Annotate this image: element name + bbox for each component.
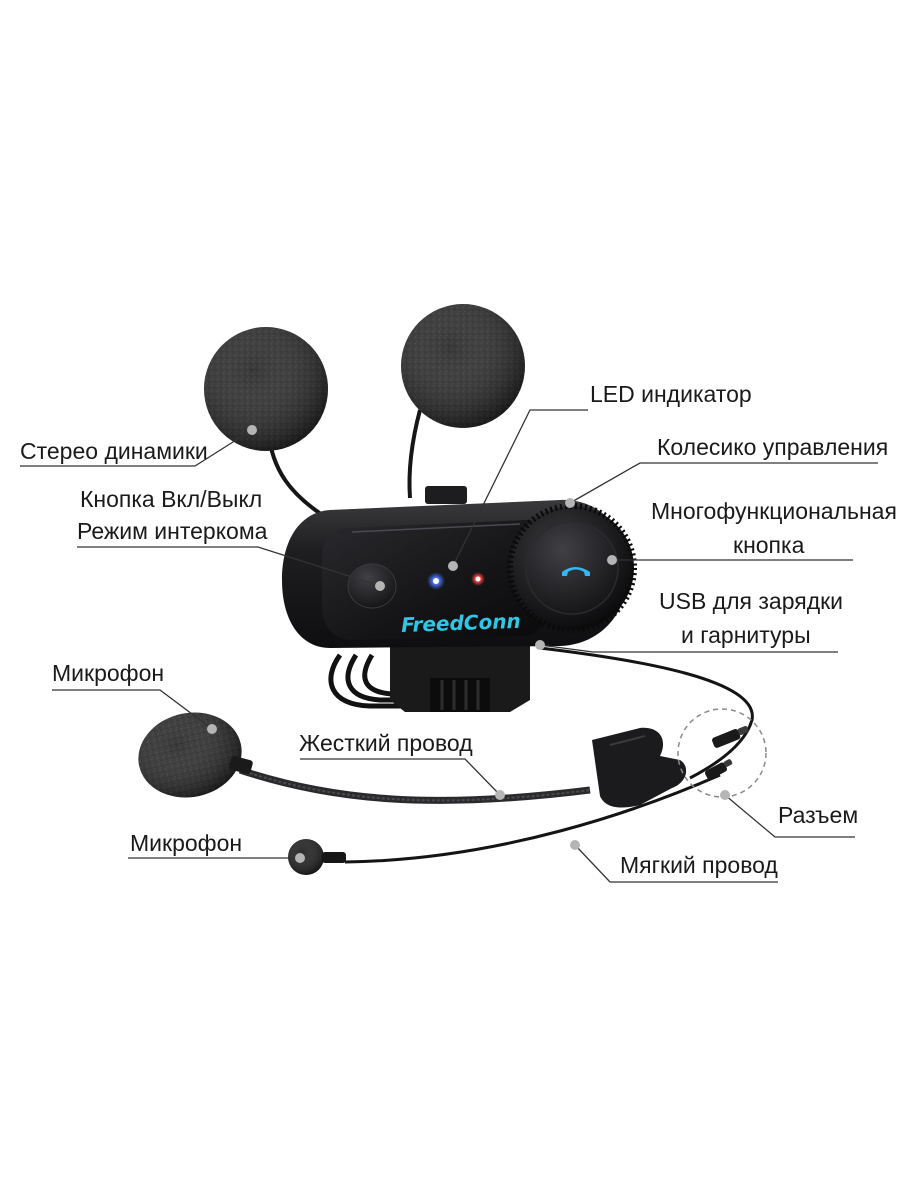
leader-hard-wire xyxy=(300,758,501,796)
label-microphone-bottom: Микрофон xyxy=(130,830,243,856)
label-microphone-top: Микрофон xyxy=(52,660,165,686)
top-clip xyxy=(425,486,467,504)
leader-led xyxy=(452,409,588,567)
right-speaker xyxy=(401,304,525,428)
label-hard-wire: Жесткий провод xyxy=(299,730,473,756)
boom-mic-mount xyxy=(592,727,687,808)
label-control-wheel: Колесико управления xyxy=(657,434,889,460)
soft-wire xyxy=(344,773,721,864)
label-stereo-speakers: Стерео динамики xyxy=(20,438,208,464)
label-multifunction-line2: кнопка xyxy=(733,532,805,558)
connector-highlight xyxy=(677,708,767,798)
leader-usb xyxy=(539,644,838,653)
leader-lines xyxy=(20,409,878,883)
connector-plugs xyxy=(704,725,749,780)
label-usb-line1: USB для зарядки xyxy=(659,588,844,614)
label-connector: Разъем xyxy=(778,802,859,828)
label-intercom-mode: Режим интеркома xyxy=(77,518,268,544)
brand-logo: FreedConn xyxy=(401,609,521,637)
mount-clamp xyxy=(390,645,530,712)
phone-handset-icon xyxy=(562,567,590,576)
power-button[interactable] xyxy=(347,563,397,609)
leader-stereo-speakers xyxy=(20,429,253,467)
button-microphone xyxy=(288,839,346,875)
right-speaker-wire xyxy=(407,409,422,499)
left-speaker xyxy=(204,327,328,451)
main-cable xyxy=(539,646,754,780)
label-led-indicator: LED индикатор xyxy=(590,381,752,407)
label-power-button: Кнопка Вкл/Выкл xyxy=(80,486,263,512)
boom-microphone xyxy=(138,712,591,804)
label-usb-line2: и гарнитуры xyxy=(681,622,811,648)
leader-microphone-top xyxy=(52,689,213,730)
label-multifunction-line1: Многофункциональная xyxy=(651,498,897,524)
label-soft-wire: Мягкий провод xyxy=(620,852,778,878)
leader-connector xyxy=(724,794,855,838)
leader-power-button xyxy=(77,546,381,587)
leader-soft-wire xyxy=(574,844,778,883)
marker-dots xyxy=(207,425,730,863)
leader-control-wheel xyxy=(569,462,878,504)
led-indicator xyxy=(427,572,485,590)
